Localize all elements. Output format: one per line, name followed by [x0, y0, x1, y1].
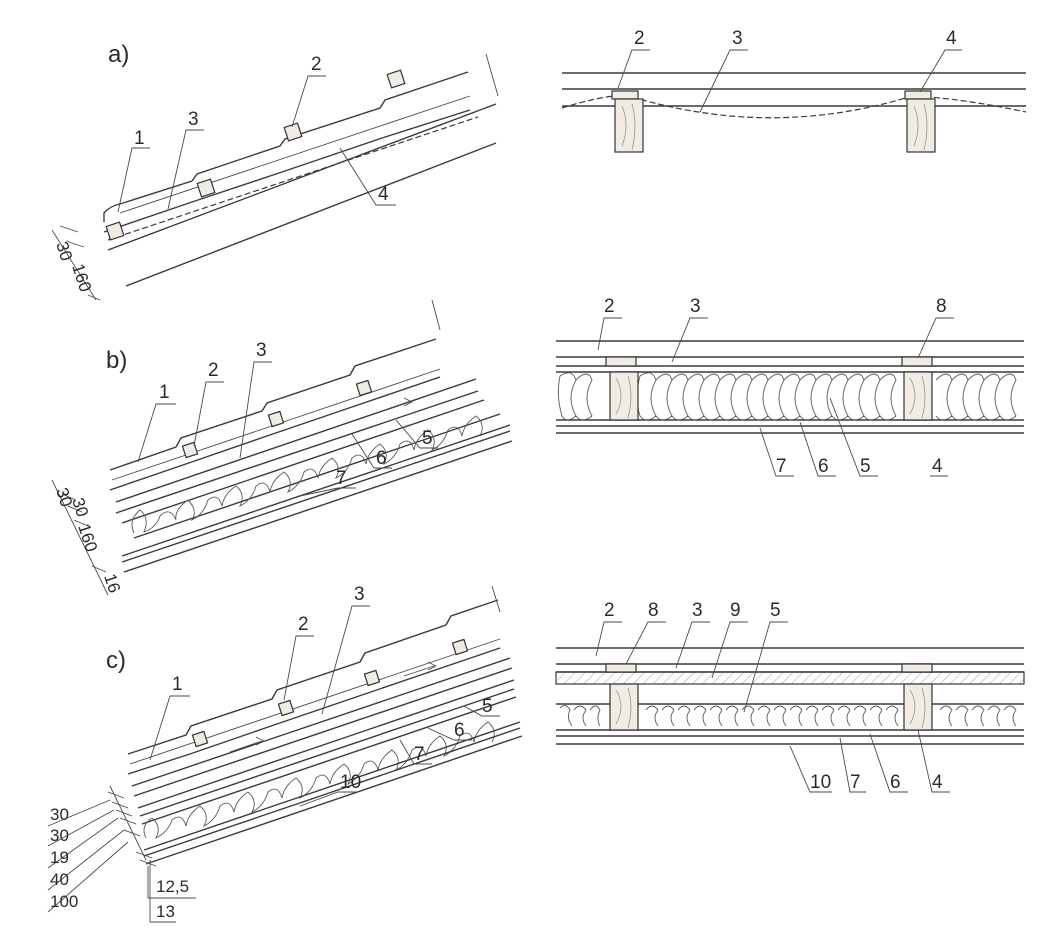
callout-c-10: 10 [340, 772, 361, 793]
callout-c-7: 7 [414, 744, 425, 765]
sheathing-board [555, 671, 1025, 685]
callout-c-6: 6 [454, 720, 465, 741]
callout-c-sec-6: 6 [890, 772, 901, 793]
callout-c-sec-9: 9 [730, 600, 741, 621]
section-label-a: a) [108, 41, 129, 68]
section-label-c: c) [106, 647, 126, 674]
callout-a-sec-3: 3 [732, 28, 743, 49]
battens [105, 69, 406, 241]
dim-a-1: 30 [52, 239, 76, 263]
callout-c-3: 3 [354, 584, 365, 605]
callout-c-sec-4: 4 [932, 772, 943, 793]
callout-b-sec-8: 8 [936, 296, 947, 317]
callout-c-sec-2: 2 [604, 600, 615, 621]
dim-c-5: 100 [50, 892, 78, 911]
counter-batten [901, 663, 933, 673]
counter-batten [605, 356, 637, 367]
rafter [903, 371, 933, 421]
dim-a-2: 160 [68, 261, 95, 294]
dim-c-6: 12,5 [156, 877, 189, 896]
callout-b-sec-3: 3 [690, 296, 701, 317]
callout-c-sec-7: 7 [850, 772, 861, 793]
callout-a-sec-4: 4 [946, 28, 957, 49]
rafter [903, 683, 933, 731]
dim-b-4: 16 [100, 571, 124, 595]
rafter [609, 683, 639, 731]
rafter [906, 98, 936, 153]
callout-a-4: 4 [378, 184, 389, 205]
section-label-b: b) [106, 347, 127, 374]
detail-c-slope: c) 30 30 19 40 100 12,5 13 1 [47, 584, 523, 923]
counter-batten [605, 663, 637, 673]
callout-a-1: 1 [134, 128, 145, 149]
callout-a-3: 3 [188, 109, 199, 130]
dim-c-7: 13 [156, 902, 175, 921]
dim-c-1: 30 [50, 805, 69, 824]
dim-b-1: 30 [52, 485, 76, 509]
detail-a-slope: a) 30 160 1 2 3 4 [51, 41, 499, 301]
dim-c-4: 40 [50, 870, 69, 889]
counter-batten [901, 356, 933, 367]
callout-c-sec-5: 5 [770, 600, 781, 621]
detail-c-section: 2 8 3 9 5 10 7 6 4 [555, 600, 1025, 793]
callout-c-sec-8: 8 [648, 600, 659, 621]
dim-c-2: 30 [50, 826, 69, 845]
callout-b-3: 3 [256, 340, 267, 361]
callout-a-2: 2 [311, 54, 322, 75]
dim-c-3: 19 [50, 848, 69, 867]
callout-c-5: 5 [482, 696, 493, 717]
batten [611, 90, 639, 100]
callout-b-sec-6: 6 [818, 456, 829, 477]
callout-a-sec-2: 2 [634, 28, 645, 49]
callout-b-sec-2: 2 [604, 296, 615, 317]
detail-b-slope: b) 30 30 160 16 1 2 3 7 [51, 299, 513, 595]
callout-c-1: 1 [172, 674, 183, 695]
callout-b-7: 7 [336, 468, 347, 489]
callout-b-sec-7: 7 [776, 456, 787, 477]
rafter [614, 98, 644, 153]
callout-b-sec-5: 5 [860, 456, 871, 477]
callout-b-6: 6 [376, 448, 387, 469]
callout-c-sec-10: 10 [810, 772, 831, 793]
callout-b-5: 5 [422, 428, 433, 449]
callout-b-sec-4: 4 [932, 456, 943, 477]
callout-b-2: 2 [208, 360, 219, 381]
dim-b-2: 30 [68, 495, 92, 519]
callout-b-1: 1 [159, 382, 170, 403]
callout-c-sec-3: 3 [692, 600, 703, 621]
callout-c-2: 2 [298, 614, 309, 635]
rafter [609, 371, 639, 421]
detail-a-section: 2 3 4 [561, 28, 1027, 153]
batten [904, 90, 932, 100]
dim-b-3: 160 [74, 521, 101, 554]
detail-b-section: 2 3 8 7 6 5 4 [556, 296, 1024, 477]
